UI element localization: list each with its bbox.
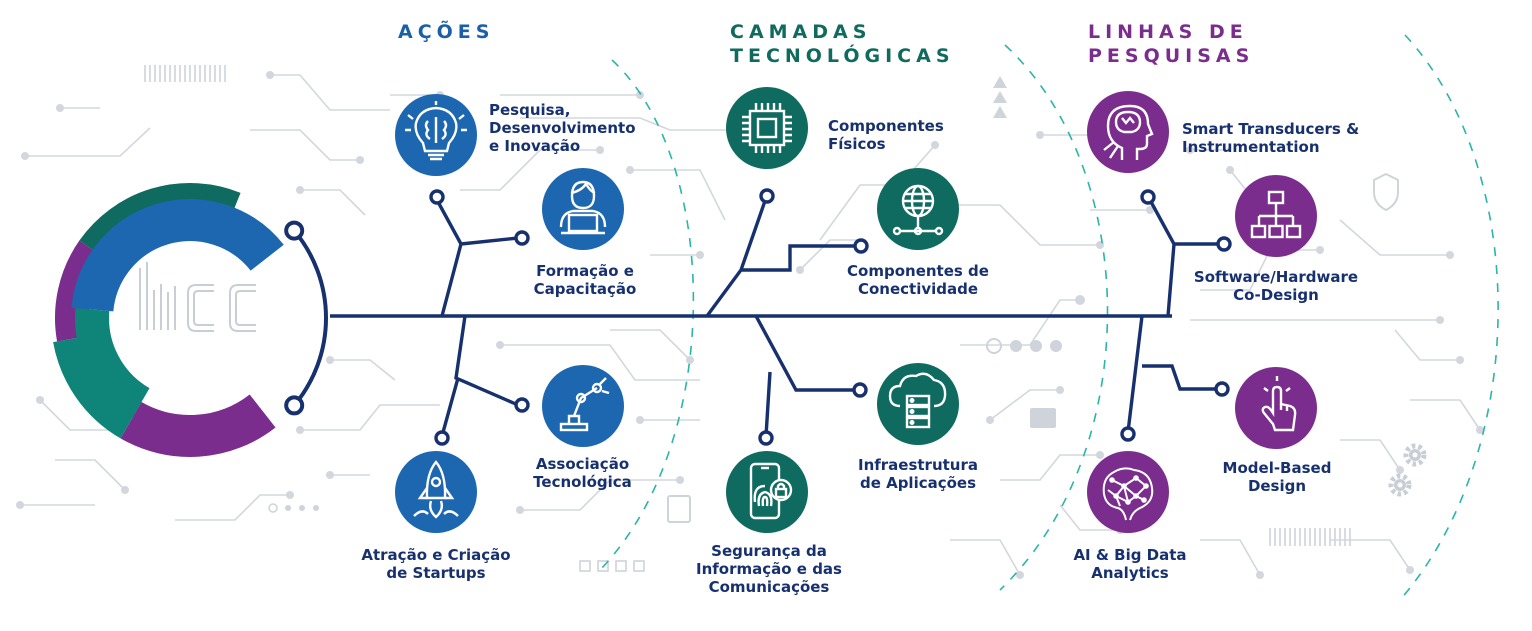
connector-lines (330, 197, 1220, 437)
header-acoes: AÇÕES (398, 20, 494, 44)
label-transducers-line-2: Instrumentation (1182, 138, 1320, 156)
label-transducers: Smart Transducers & Instrumentation (1182, 120, 1359, 156)
phone-fingerprint-lock-icon (749, 462, 793, 520)
node-seguranca (726, 451, 808, 533)
decor-glyphs (268, 76, 1399, 572)
label-pdi: Pesquisa, Desenvolvimento e Inovação (489, 101, 636, 155)
brain-network-icon (1102, 467, 1154, 521)
header-linhas-line-1: LINHAS DE (1088, 21, 1248, 43)
branch-associacao (454, 315, 519, 407)
label-startups: Atração e Criação de Startups (346, 546, 526, 582)
header-linhas-de-pesquisas: LINHAS DE PESQUISAS (1088, 20, 1254, 68)
node-pdi (395, 94, 477, 176)
label-infra: Infraestrutura de Aplicações (846, 456, 990, 492)
label-transducers-line-1: Smart Transducers & (1182, 120, 1360, 138)
label-seguranca: Segurança da Informação e das Comunicaçõ… (687, 542, 851, 596)
branch-aibigdata (1126, 315, 1144, 433)
label-associacao-line-2: Tecnológica (533, 473, 632, 491)
label-seguranca-line-3: Comunicações (708, 578, 830, 596)
header-camadas-line-2: TECNOLÓGICAS (730, 45, 955, 67)
label-pdi-line-2: Desenvolvimento (489, 119, 636, 137)
iicc-logo-icon (139, 262, 256, 332)
node-infra (877, 363, 959, 445)
node-transducers (1087, 91, 1169, 173)
node-codesign (1235, 175, 1317, 257)
chip-icon (742, 103, 792, 153)
barcode-decor (144, 65, 1351, 546)
label-conectividade: Componentes de Conectividade (832, 262, 1004, 298)
cloud-server-icon (888, 372, 947, 429)
branch-modelbased (1142, 364, 1218, 391)
label-codesign-line-2: Co-Design (1233, 286, 1319, 304)
branch-fisicos (705, 197, 768, 318)
header-linhas-line-2: PESQUISAS (1088, 45, 1255, 67)
label-fisicos-line-1: Componentes (828, 117, 944, 135)
label-codesign: Software/Hardware Co-Design (1180, 268, 1372, 304)
branch-formacao (440, 236, 519, 317)
branch-seguranca (764, 371, 772, 437)
label-infra-line-1: Infraestrutura (857, 456, 979, 474)
label-conectividade-line-1: Componentes de (847, 262, 989, 280)
node-aibigdata (1087, 451, 1169, 533)
dashed-arcs (599, 34, 1499, 601)
label-modelbased: Model-Based Design (1204, 459, 1350, 495)
label-infra-line-2: de Aplicações (859, 474, 977, 492)
branch-startups (440, 377, 460, 437)
label-seguranca-line-1: Segurança da (711, 542, 827, 560)
label-startups-line-2: de Startups (386, 564, 486, 582)
logo-c-arc (292, 229, 329, 407)
person-laptop-icon (559, 180, 607, 235)
branch-pdi (435, 199, 463, 245)
rocket-icon (413, 460, 459, 519)
head-circuit-icon (1103, 104, 1154, 160)
node-formacao (542, 168, 624, 250)
label-startups-line-1: Atração e Criação (361, 546, 511, 564)
logo-bottom-terminal (284, 395, 305, 416)
label-modelbased-line-1: Model-Based (1222, 459, 1332, 477)
logo-top-terminal (284, 220, 305, 241)
label-associacao-line-1: Associação (535, 455, 630, 473)
hierarchy-icon (1250, 190, 1302, 239)
branch-conectividade (741, 244, 856, 272)
label-codesign-line-1: Software/Hardware (1193, 268, 1359, 286)
label-fisicos-line-2: Físicos (828, 135, 886, 153)
header-camadas-line-1: CAMADAS (730, 21, 872, 43)
label-aibigdata: AI & Big Data Analytics (1060, 546, 1200, 582)
node-startups (395, 451, 477, 533)
label-aibigdata-line-1: AI & Big Data (1073, 546, 1187, 564)
label-aibigdata-line-2: Analytics (1091, 564, 1169, 582)
node-modelbased (1235, 367, 1317, 449)
label-formacao-line-1: Formação e (536, 262, 634, 280)
label-formacao-line-2: Capacitação (533, 280, 637, 298)
pointer-hand-icon (1261, 376, 1297, 432)
label-formacao: Formação e Capacitação (515, 262, 655, 298)
robotic-arm-icon (559, 377, 610, 432)
gears-decor (1391, 446, 1424, 494)
node-associacao (542, 365, 624, 447)
label-seguranca-line-2: Informação e das (696, 560, 842, 578)
header-acoes-line-1: AÇÕES (398, 21, 495, 43)
logo-ring (53, 183, 284, 457)
branch-infra (754, 315, 856, 392)
connector-terminals (429, 188, 1232, 446)
label-conectividade-line-2: Conectividade (857, 280, 979, 298)
header-camadas-tecnologicas: CAMADAS TECNOLÓGICAS (730, 20, 955, 68)
label-associacao: Associação Tecnológica (515, 455, 650, 491)
label-pdi-line-1: Pesquisa, (489, 101, 571, 119)
label-pdi-line-3: e Inovação (489, 137, 581, 155)
globe-network-icon (892, 184, 944, 236)
branch-transducers (1148, 199, 1176, 317)
node-conectividade (877, 168, 959, 250)
label-modelbased-line-2: Design (1247, 477, 1307, 495)
lightbulb-brain-icon (405, 101, 467, 161)
circuit-dots (16, 71, 1484, 579)
node-fisicos (726, 87, 808, 169)
label-fisicos: Componentes Físicos (828, 117, 944, 153)
circuit-background (20, 74, 1481, 576)
